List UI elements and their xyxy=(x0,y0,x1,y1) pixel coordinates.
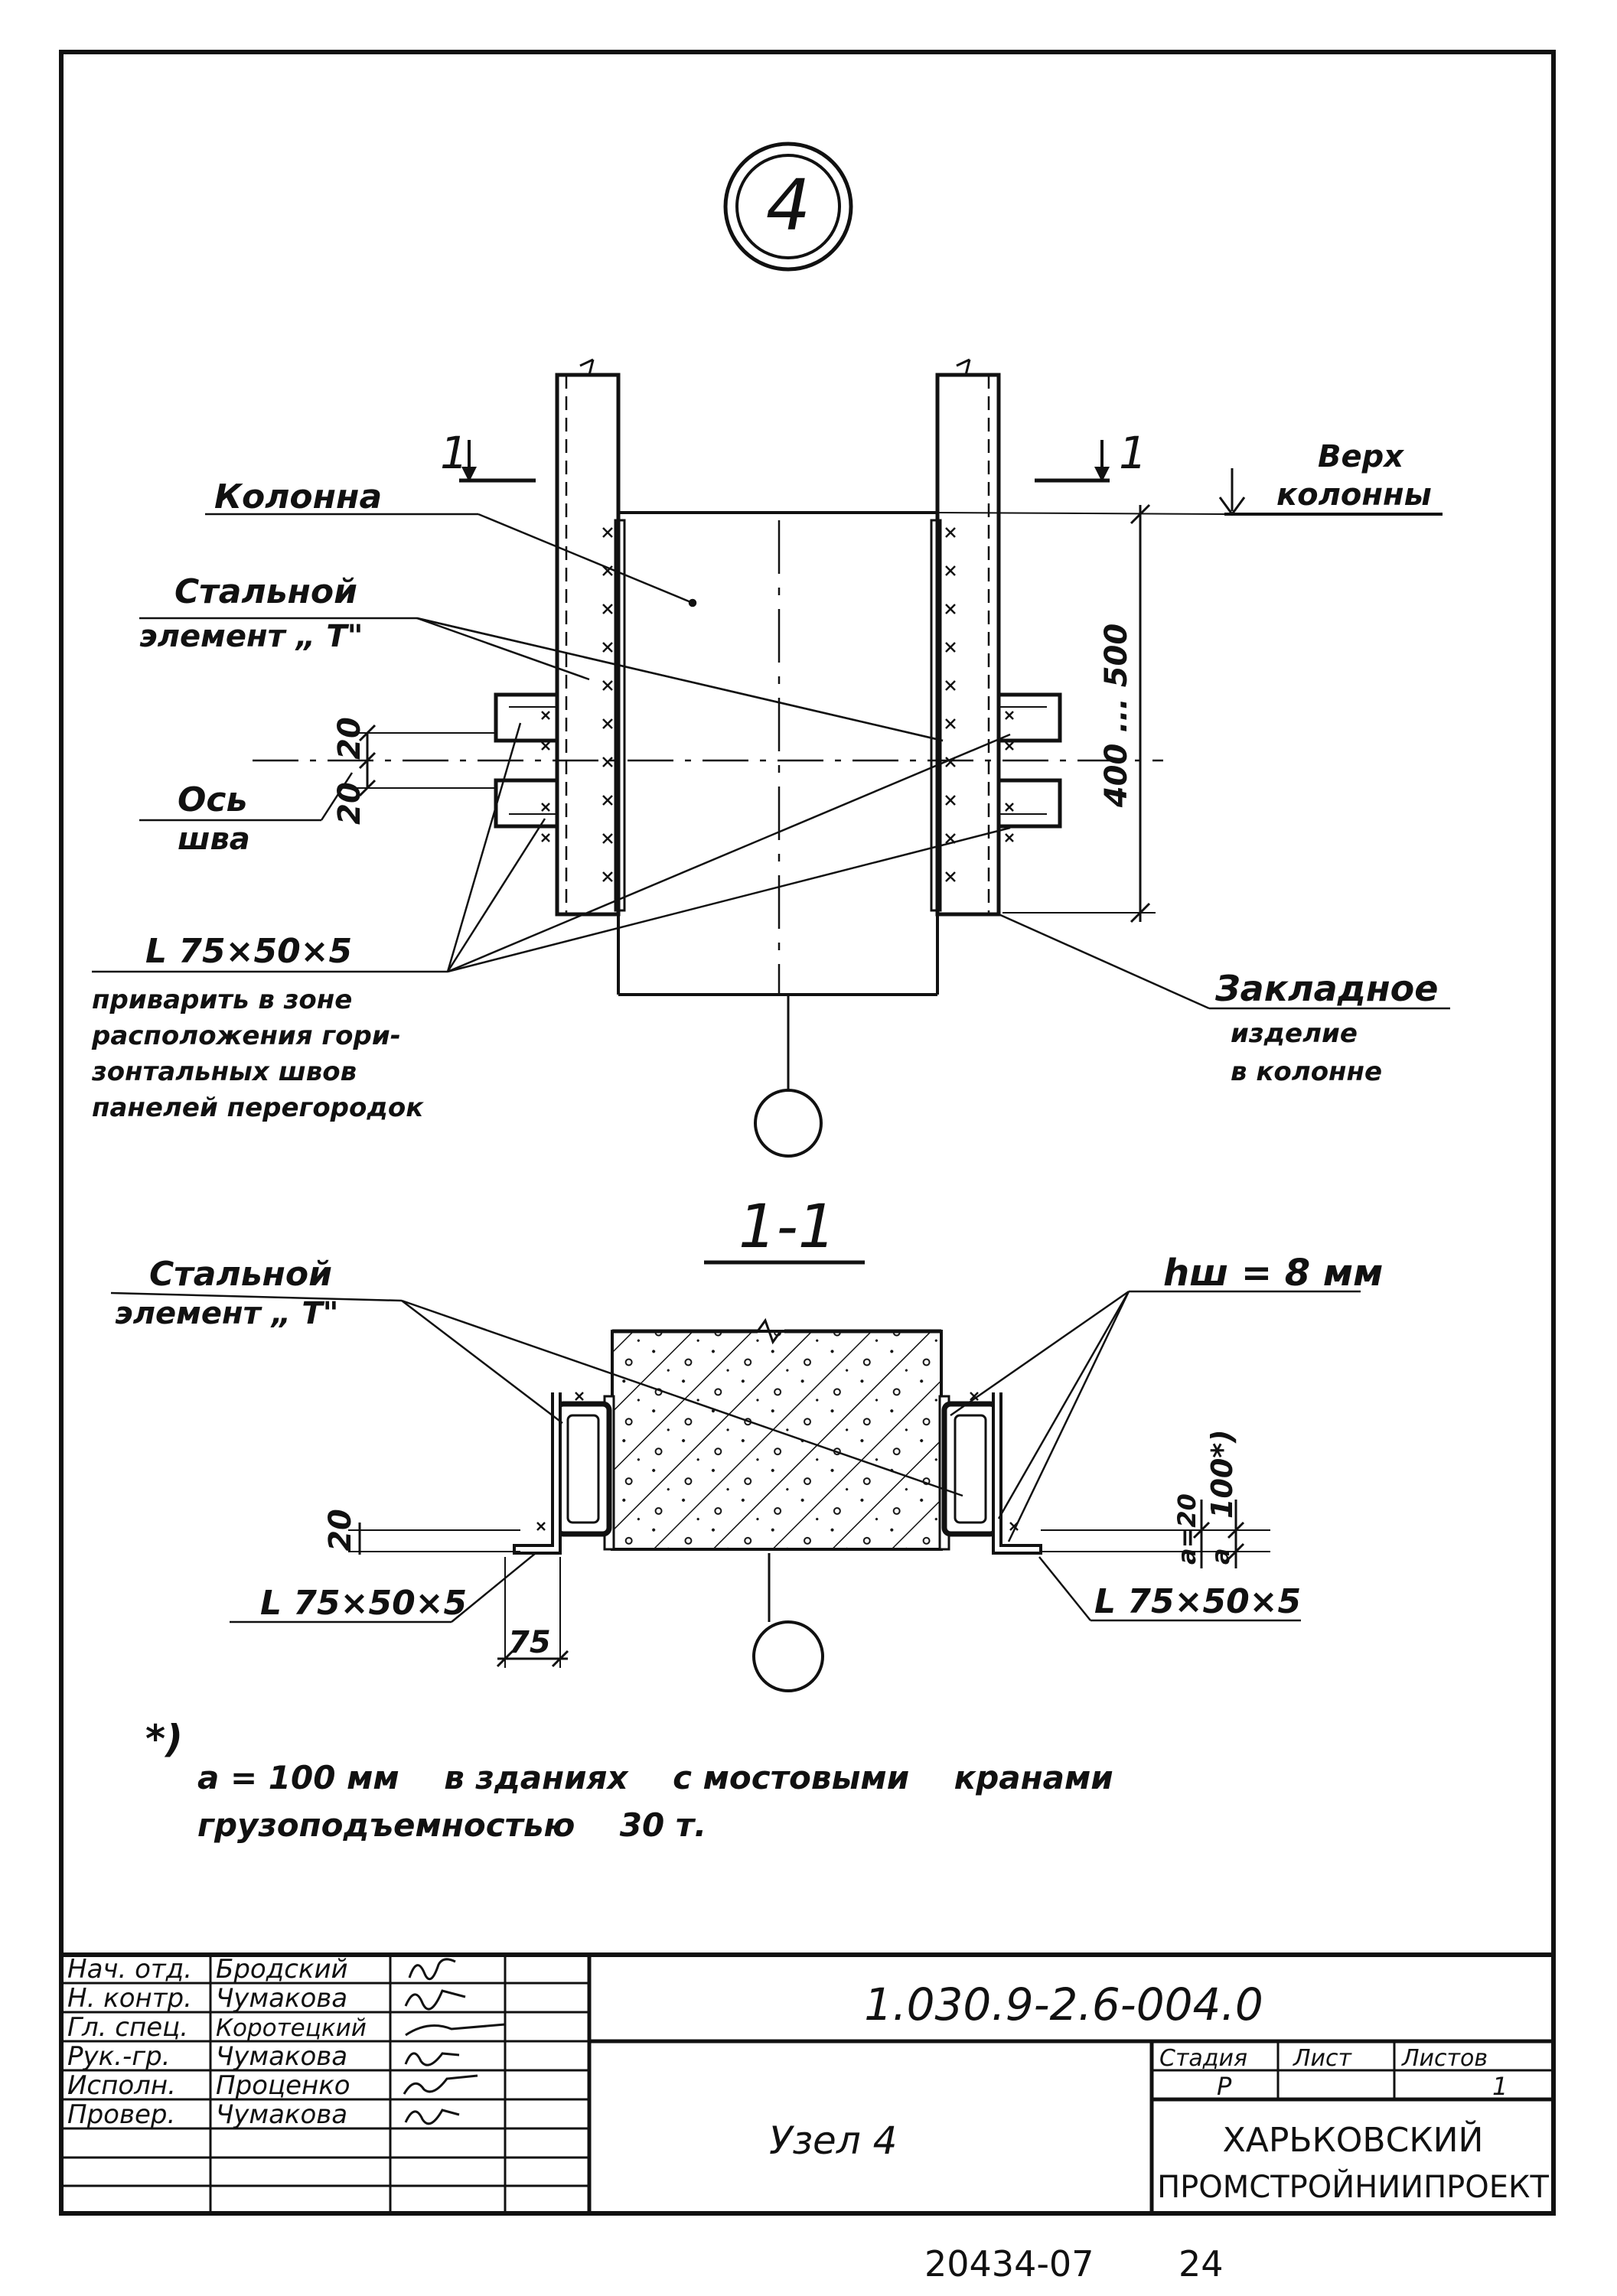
joint-dimensions: 20 20 xyxy=(332,717,496,825)
footnote: *) a = 100 мм в зданиях с мостовыми кран… xyxy=(145,1717,1113,1844)
section-right-angle xyxy=(992,1392,1042,1555)
sheets-value: 1 xyxy=(1492,2072,1508,2101)
steel-element-label-1: Стальной xyxy=(174,572,357,611)
left-steel-element xyxy=(555,373,621,917)
document-code: 1.030.9-2.6-004.0 xyxy=(864,1978,1263,2031)
name-3: Коротецкий xyxy=(216,2014,367,2042)
footnote-line-2: грузоподъемностью 30 т. xyxy=(197,1806,706,1844)
weld-note-2: расположения гори- xyxy=(91,1021,401,1051)
section-left-angle xyxy=(513,1392,562,1555)
concrete-column-section xyxy=(611,1330,943,1551)
weld-note-3: зонтальных швов xyxy=(91,1057,357,1087)
inventory-number: 20434-07 xyxy=(924,2243,1094,2285)
left-upper-angle xyxy=(494,692,557,743)
section-dim-a-label: a xyxy=(1206,1548,1235,1565)
left-lower-angle xyxy=(494,778,557,829)
section-mark-left-number: 1 xyxy=(440,427,468,479)
weld-note-4: панелей перегородок xyxy=(92,1093,424,1123)
sheet-title: Узел 4 xyxy=(769,2119,897,2163)
left-embedded-plate xyxy=(614,519,626,912)
section-angle-right-label: L 75×50×5 xyxy=(1094,1582,1301,1621)
section-mark-left: 1 xyxy=(440,427,536,483)
axis-bubble xyxy=(754,1089,823,1158)
node-marker: 4 xyxy=(723,142,853,272)
section-weld-size: hш = 8 мм xyxy=(1163,1252,1383,1295)
dimension-400-500: 400 ... 500 xyxy=(1002,503,1156,923)
elevation-leaders xyxy=(92,513,1450,1010)
section-mark-right-number: 1 xyxy=(1119,427,1147,479)
sheet-frame xyxy=(59,50,1556,2216)
signatures xyxy=(403,1958,506,2125)
column-top-marker: Верх колонны xyxy=(937,439,1443,516)
dimension-400-500-label: 400 ... 500 xyxy=(1099,624,1134,808)
embedded-label-2: изделие xyxy=(1231,1018,1358,1049)
right-upper-angle xyxy=(999,692,1062,743)
steel-element-label-2: элемент „ Т" xyxy=(139,619,363,654)
role-2: Н. контр. xyxy=(67,1983,192,2014)
stage-value: Р xyxy=(1217,2072,1232,2101)
section-dim-75-label: 75 xyxy=(508,1625,551,1660)
column-top-label-1: Верх xyxy=(1318,439,1404,474)
column-label: Колонна xyxy=(214,477,382,516)
footnote-mark: *) xyxy=(145,1717,183,1761)
dim-20-lower: 20 xyxy=(332,782,367,825)
name-4: Чумакова xyxy=(216,2041,347,2072)
name-2: Чумакова xyxy=(216,1983,347,2014)
elevation-view: 1 1 Верх колонны 400 ... 500 xyxy=(91,358,1450,1158)
right-steel-element xyxy=(935,373,1001,917)
weld-note-1: приварить в зоне xyxy=(92,985,352,1015)
section-leaders xyxy=(110,1290,1361,1623)
section-dim-75: 75 xyxy=(496,1557,569,1668)
node-marker-number: 4 xyxy=(766,164,811,246)
role-5: Исполн. xyxy=(67,2070,176,2101)
stage-header: Стадия xyxy=(1159,2045,1247,2072)
section-view: 1-1 xyxy=(110,1193,1383,1692)
section-dim-20: 20 xyxy=(323,1509,520,1555)
role-1: Нач. отд. xyxy=(67,1954,192,1985)
section-dim-20-label: 20 xyxy=(323,1509,358,1552)
name-5: Проценко xyxy=(216,2070,350,2101)
section-dim-100-label: 100*) xyxy=(1205,1429,1239,1519)
angle-profile-label: L 75×50×5 xyxy=(145,932,352,971)
section-steel-label-1: Стальной xyxy=(149,1255,332,1294)
right-lower-angle xyxy=(999,778,1062,829)
organization-line-2: ПРОМСТРОЙНИИПРОЕКТ xyxy=(1157,2168,1549,2205)
role-4: Рук.-гр. xyxy=(67,2041,171,2072)
sheet-header: Лист xyxy=(1293,2045,1353,2072)
embedded-label-3: в колонне xyxy=(1231,1057,1382,1087)
section-right-dims: a=20 a 100*) xyxy=(1041,1429,1270,1568)
joint-axis-label-1: Ось xyxy=(178,780,247,819)
title-block: Нач. отд. Н. контр. Гл. спец. Рук.-гр. И… xyxy=(61,1952,1553,2213)
section-angle-left-label: L 75×50×5 xyxy=(260,1584,467,1623)
right-embedded-plate xyxy=(930,519,942,912)
role-6: Провер. xyxy=(67,2099,175,2130)
name-6: Чумакова xyxy=(216,2099,347,2130)
footnote-line-1: a = 100 мм в зданиях с мостовыми кранами xyxy=(197,1759,1113,1796)
section-axis-bubble xyxy=(752,1620,824,1692)
page-number: 24 xyxy=(1179,2243,1224,2285)
name-1: Бродский xyxy=(216,1954,348,1985)
joint-axis-label-2: шва xyxy=(178,822,250,857)
embedded-label-1: Закладное xyxy=(1214,968,1438,1009)
dim-20-upper: 20 xyxy=(332,717,367,760)
weld-marks xyxy=(541,527,1014,882)
role-3: Гл. спец. xyxy=(67,2012,188,2043)
organization-line-1: ХАРЬКОВСКИЙ xyxy=(1223,2119,1484,2160)
sheets-header: Листов xyxy=(1401,2045,1488,2072)
column-top-label-2: колонны xyxy=(1276,477,1432,513)
section-mark-right: 1 xyxy=(1035,427,1147,483)
section-dim-a20-label: a=20 xyxy=(1172,1493,1201,1565)
section-steel-label-2: элемент „ Т" xyxy=(115,1296,339,1331)
section-title: 1-1 xyxy=(738,1193,836,1262)
